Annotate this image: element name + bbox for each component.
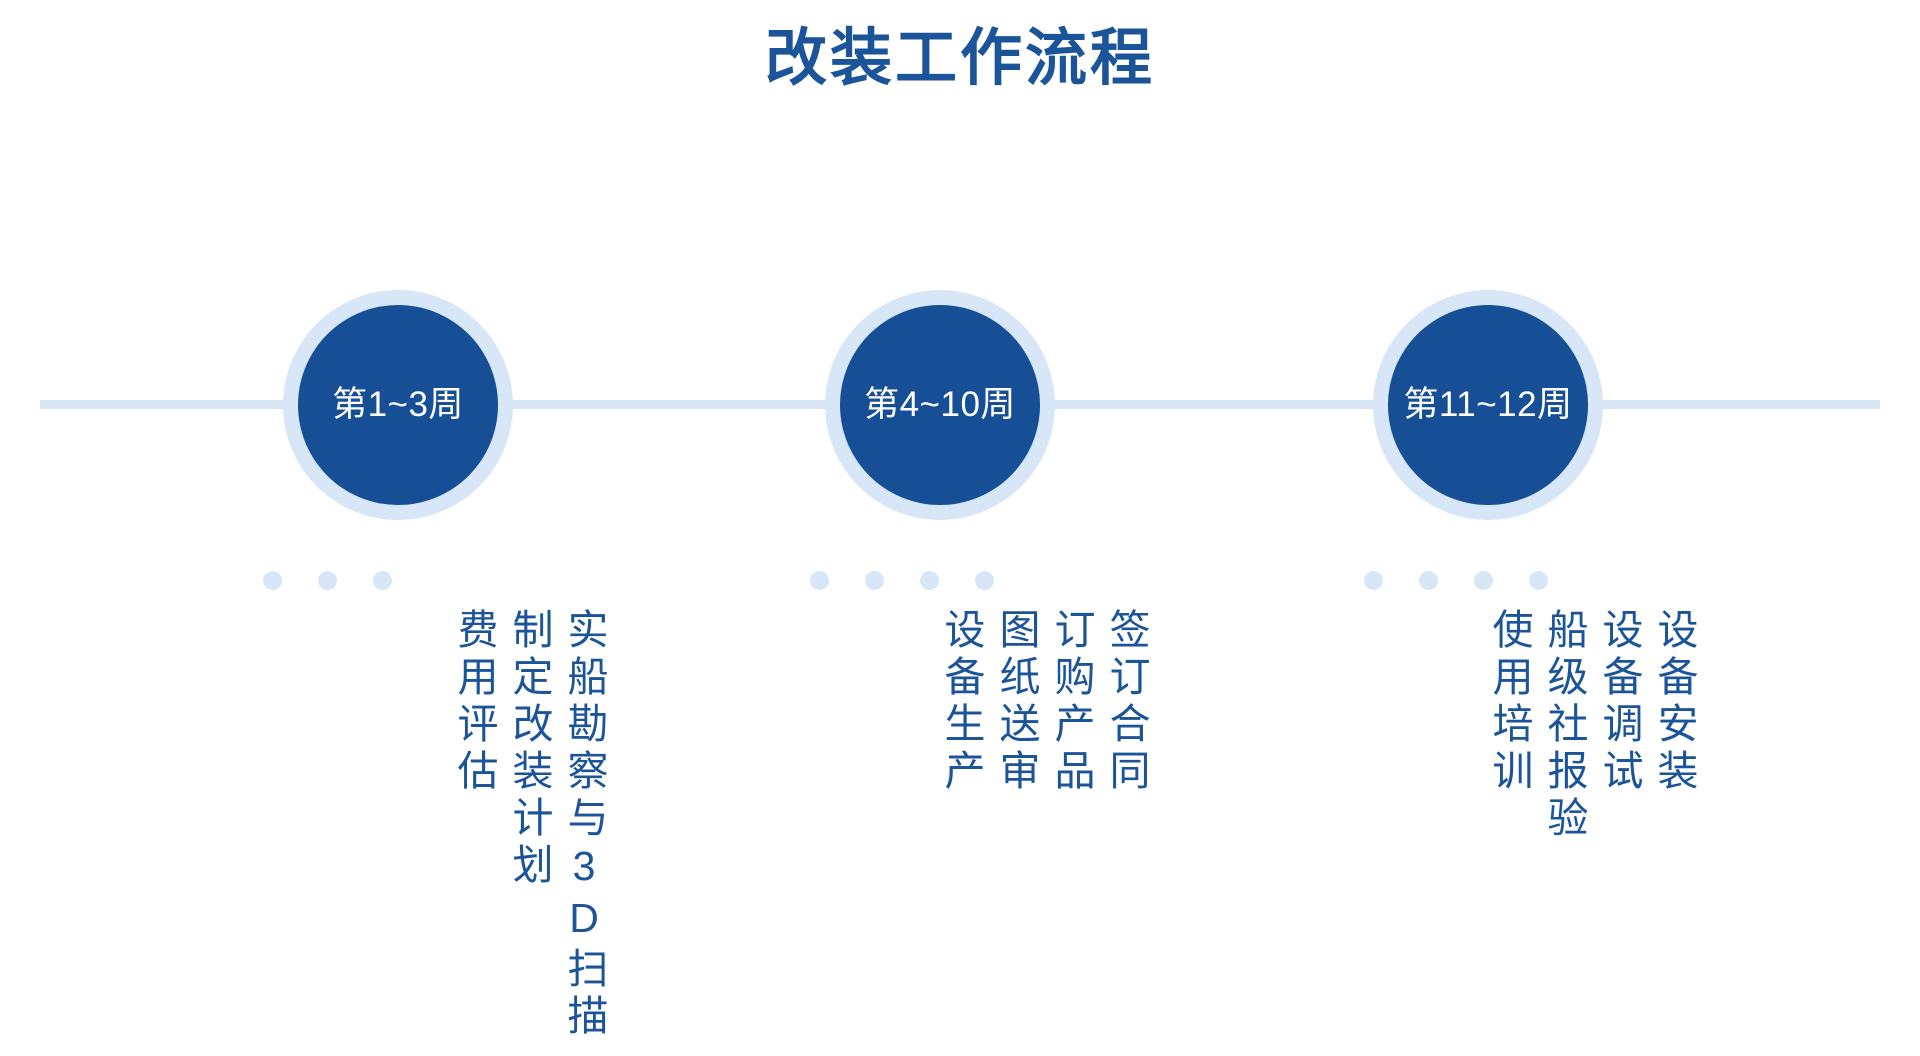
stage-node-label-2: 第4~10周 (864, 385, 1016, 424)
timeline-stage-2: 第4~10周 签订合同订购产品图纸送审设备生产 (730, 0, 1150, 1056)
stage-node-label-3: 第11~12周 (1403, 385, 1573, 424)
task-dot (975, 571, 994, 590)
task-label: 制定改装计划 (506, 608, 552, 890)
task-dot (318, 571, 337, 590)
task-dot (810, 571, 829, 590)
task-label: 费用评估 (451, 608, 497, 796)
task-dots-1 (188, 571, 608, 590)
task-columns-1: 实船勘察与3D扫描制定改装计划费用评估 (188, 608, 806, 1041)
stage-node-inner-1: 第1~3周 (298, 305, 498, 505)
stage-node-label-1: 第1~3周 (332, 385, 464, 424)
timeline-stage-1: 第1~3周 实船勘察与3D扫描制定改装计划费用评估 (188, 0, 608, 1056)
task-dot (1419, 571, 1438, 590)
task-dot (865, 571, 884, 590)
task-dots-2 (730, 571, 1150, 590)
task-dot (1529, 571, 1548, 590)
stage-node-3[interactable]: 第11~12周 (1373, 290, 1603, 520)
task-columns-2: 签订合同订购产品图纸送审设备生产 (730, 608, 1288, 796)
task-dot (373, 571, 392, 590)
task-label: 订购产品 (1048, 608, 1094, 796)
task-label: 设备调试 (1596, 608, 1642, 796)
stage-node-2[interactable]: 第4~10周 (825, 290, 1055, 520)
stage-node-1[interactable]: 第1~3周 (283, 290, 513, 520)
task-label: 图纸送审 (993, 608, 1039, 796)
page-title: 改装工作流程 (764, 24, 1155, 93)
task-dot (263, 571, 282, 590)
timeline-stage-3: 第11~12周 设备安装设备调试船级社报验使用培训 (1278, 0, 1698, 1056)
task-label: 实船勘察与3D扫描 (561, 608, 607, 1041)
task-dots-3 (1278, 571, 1698, 590)
task-dot (1474, 571, 1493, 590)
task-dot (920, 571, 939, 590)
task-label: 设备安装 (1651, 608, 1697, 796)
task-label: 设备生产 (938, 608, 984, 796)
task-label: 船级社报验 (1541, 608, 1587, 843)
stage-node-inner-3: 第11~12周 (1388, 305, 1588, 505)
task-columns-3: 设备安装设备调试船级社报验使用培训 (1278, 608, 1830, 843)
task-label: 签订合同 (1103, 608, 1149, 796)
task-dot (1364, 571, 1383, 590)
stage-node-inner-2: 第4~10周 (840, 305, 1040, 505)
task-label: 使用培训 (1486, 608, 1532, 796)
